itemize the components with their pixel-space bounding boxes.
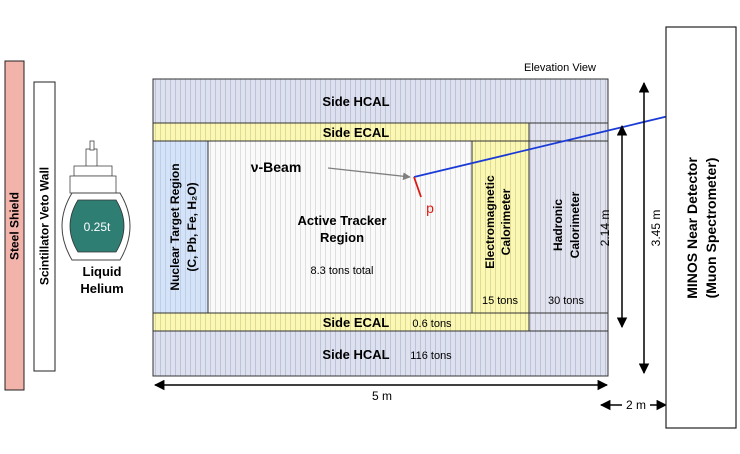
minos-label-line1: MINOS Near Detector	[684, 157, 700, 299]
side-ecal-bottom-mass: 0.6 tons	[412, 318, 452, 330]
side-ecal-top-label: Side ECAL	[323, 125, 390, 140]
side-hcal-bottom-mass: 116 tons	[410, 350, 452, 362]
tracker-label-line2: Region	[320, 230, 364, 245]
beam-arrow	[327, 167, 411, 181]
helium-label-line1: Liquid	[83, 264, 122, 279]
nuclear-target-label-line1: Nuclear Target Region	[168, 163, 182, 290]
nuclear-target-label-line2: (C, Pb, Fe, H₂O)	[185, 182, 199, 271]
beam-label: ν-Beam	[251, 159, 302, 175]
elevation-view-label: Elevation View	[524, 62, 596, 74]
tracker-label-line1: Active Tracker	[298, 213, 387, 228]
dim-gap-label-bg	[622, 397, 650, 412]
minos-near-detector	[665, 26, 737, 429]
veto-wall-label: Scintillator Veto Wall	[38, 167, 52, 285]
minos-label-line2: (Muon Spectrometer)	[703, 158, 719, 299]
dim-length-label: 5 m	[372, 389, 392, 403]
dim-inner-height-label: 2.14 m	[598, 210, 612, 247]
dim-gap-label: 2 m	[626, 398, 646, 412]
ecal-label-line1: Electromagnetic	[483, 175, 497, 269]
hcal-top-right-block	[528, 122, 609, 142]
proton-track	[413, 176, 422, 198]
tracker-mass-label: 8.3 tons total	[311, 265, 374, 277]
hadronic-mass-label: 30 tons	[548, 295, 585, 307]
steel-shield-label: Steel Shield	[8, 192, 22, 260]
steel-shield	[4, 60, 25, 391]
side-hcal-top-label: Side HCAL	[322, 94, 389, 109]
hadronic-label-line2: Calorimeter	[568, 191, 582, 258]
helium-label-line2: Helium	[80, 281, 123, 296]
hadronic-label-line1: Hadronic	[551, 199, 565, 251]
ecal-label-line2: Calorimeter	[499, 188, 513, 255]
dim-outer-height-label: 3.45 m	[649, 210, 663, 247]
side-hcal-bottom	[152, 330, 609, 377]
scintillator-veto-wall	[33, 81, 56, 372]
proton-label: p	[426, 200, 434, 216]
side-hcal-bottom-label: Side HCAL	[322, 347, 389, 362]
side-ecal-bottom-label: Side ECAL	[323, 315, 390, 330]
liquid-helium-cryostat	[61, 140, 131, 261]
ecal-mass-label: 15 tons	[482, 295, 519, 307]
hcal-bottom-right-block	[528, 312, 609, 332]
helium-mass-label: 0.25t	[84, 220, 111, 234]
